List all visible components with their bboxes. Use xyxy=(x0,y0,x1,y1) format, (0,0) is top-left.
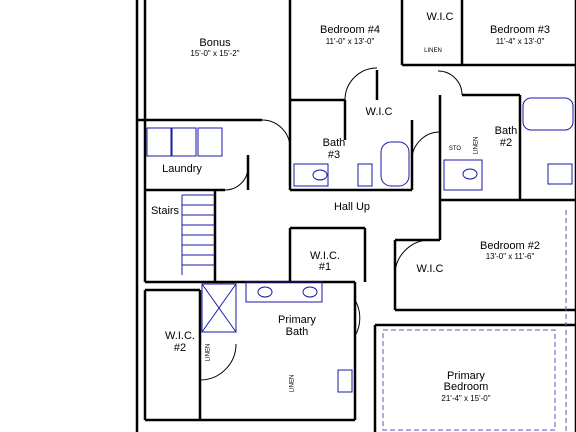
doors xyxy=(199,67,463,381)
closet-linen-top: LINEN xyxy=(424,48,442,54)
room-bedroom4-name: Bedroom #4 xyxy=(320,24,380,36)
room-bedroom2-dims: 13'-0" x 11'-6" xyxy=(485,252,535,261)
room-bedroom4-dims: 11'-0" x 13'-0" xyxy=(325,37,375,46)
room-primary-bath-line2: Bath xyxy=(285,326,309,338)
room-bedroom3-dims: 11'-4" x 13'-0" xyxy=(495,37,545,46)
closet-linen-wc: LINEN xyxy=(289,374,296,393)
room-wic-bed2-name: W.I.C xyxy=(416,263,444,275)
room-hall-up-name: Hall Up xyxy=(333,201,371,213)
closet-sto: STO xyxy=(448,146,462,152)
room-bedroom2-name: Bedroom #2 xyxy=(480,240,540,252)
room-bath3-line1: Bath xyxy=(322,137,346,149)
room-bonus-dims: 15'-0" x 15'-2" xyxy=(190,49,240,58)
room-wic-top-name: W.I.C xyxy=(426,11,454,23)
walls xyxy=(135,0,576,432)
closet-linen-bath2: LINEN xyxy=(473,136,480,155)
room-wic-mid-name: W.I.C xyxy=(365,106,393,118)
room-bath3-line2: #3 xyxy=(327,149,341,161)
room-wic1-line2: #1 xyxy=(318,261,332,273)
room-primary-bedroom-line2: Bedroom xyxy=(443,381,489,393)
fixtures xyxy=(146,97,574,393)
room-wic1-line1: W.I.C. xyxy=(310,250,340,262)
room-wic2-line2: #2 xyxy=(173,342,187,354)
room-stairs-name: Stairs xyxy=(150,205,180,217)
room-bath2-line2: #2 xyxy=(499,137,513,149)
room-laundry-name: Laundry xyxy=(162,163,202,175)
room-primary-bedroom-dims: 21'-4" x 15'-0" xyxy=(441,394,491,403)
room-wic2-line1: W.I.C. xyxy=(165,330,195,342)
closet-linen-primary: LINEN xyxy=(205,343,212,362)
room-bedroom3-name: Bedroom #3 xyxy=(490,24,550,36)
room-bonus-name: Bonus xyxy=(199,37,231,49)
room-primary-bedroom-line1: Primary xyxy=(447,370,485,382)
room-primary-bath-line1: Primary xyxy=(278,314,316,326)
room-bath2-line1: Bath xyxy=(494,125,518,137)
